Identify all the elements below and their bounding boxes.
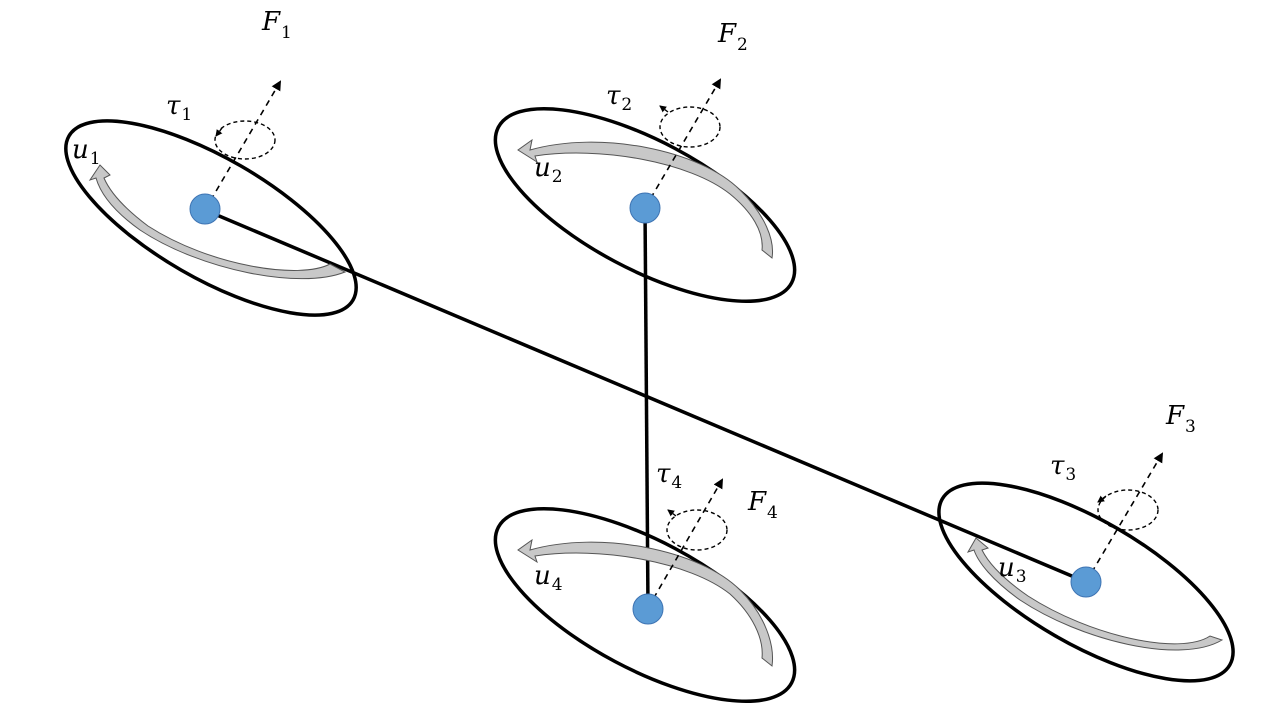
rotor-1: F1 τ1 u1 <box>64 7 358 317</box>
rotor-3-torque-arrow-icon <box>1097 495 1107 503</box>
rotor-4-torque-loop <box>666 509 728 551</box>
rotor-2-input-label: u2 <box>534 153 563 187</box>
rotor-3-thrust-axis <box>1085 452 1164 583</box>
rotor-1-torque-loop <box>214 120 276 160</box>
rotor-1-hub <box>189 193 221 225</box>
rotor-1-propeller-disk <box>64 119 358 317</box>
rotor-1-force-label: F1 <box>261 7 292 43</box>
rotor-4-torque-label: τ4 <box>656 459 682 493</box>
rotor-3-input-label: u3 <box>998 553 1027 587</box>
rotor-1-input-label: u1 <box>72 135 101 169</box>
rotor-4-thrust-axis <box>647 478 724 609</box>
rotor-2-torque-loop <box>659 106 721 148</box>
rotor-2-propeller-disk <box>493 106 797 304</box>
rotor-3-torque-label: τ3 <box>1050 451 1076 485</box>
rotor-4-input-label: u4 <box>534 561 563 595</box>
rotor-3-torque-loop <box>1097 489 1159 531</box>
rotor-2-spin-arrow <box>517 138 774 259</box>
rotor-1-torque-label: τ1 <box>166 91 192 125</box>
rotor-1-torque-arrow-icon <box>215 127 223 137</box>
rotor-2-torque-arrow-icon <box>659 105 669 113</box>
rotor-3: F3 τ3 u3 <box>937 401 1235 683</box>
rotor-1-spin-arrow <box>88 164 347 280</box>
rotor-4-propeller-disk <box>493 506 797 704</box>
rotor-2-thrust-axis <box>644 78 722 209</box>
rotor-4: F4 τ4 u4 <box>493 459 797 704</box>
rotor-2: F2 τ2 u2 <box>493 19 797 304</box>
rotor-4-hub <box>632 593 664 625</box>
rotor-4-torque-arrow-icon <box>667 509 677 517</box>
rotor-3-hub <box>1070 566 1102 598</box>
rotor-4-spin-arrow <box>517 538 774 667</box>
rotor-2-hub <box>629 192 661 224</box>
rotor-1-thrust-axis <box>204 80 282 211</box>
rotor-3-spin-arrow <box>966 537 1224 651</box>
rotor-2-force-label: F2 <box>717 19 748 55</box>
rotor-2-torque-label: τ2 <box>606 81 632 115</box>
rotor-3-force-label: F3 <box>1165 401 1196 437</box>
rotor-4-force-label: F4 <box>747 487 778 523</box>
